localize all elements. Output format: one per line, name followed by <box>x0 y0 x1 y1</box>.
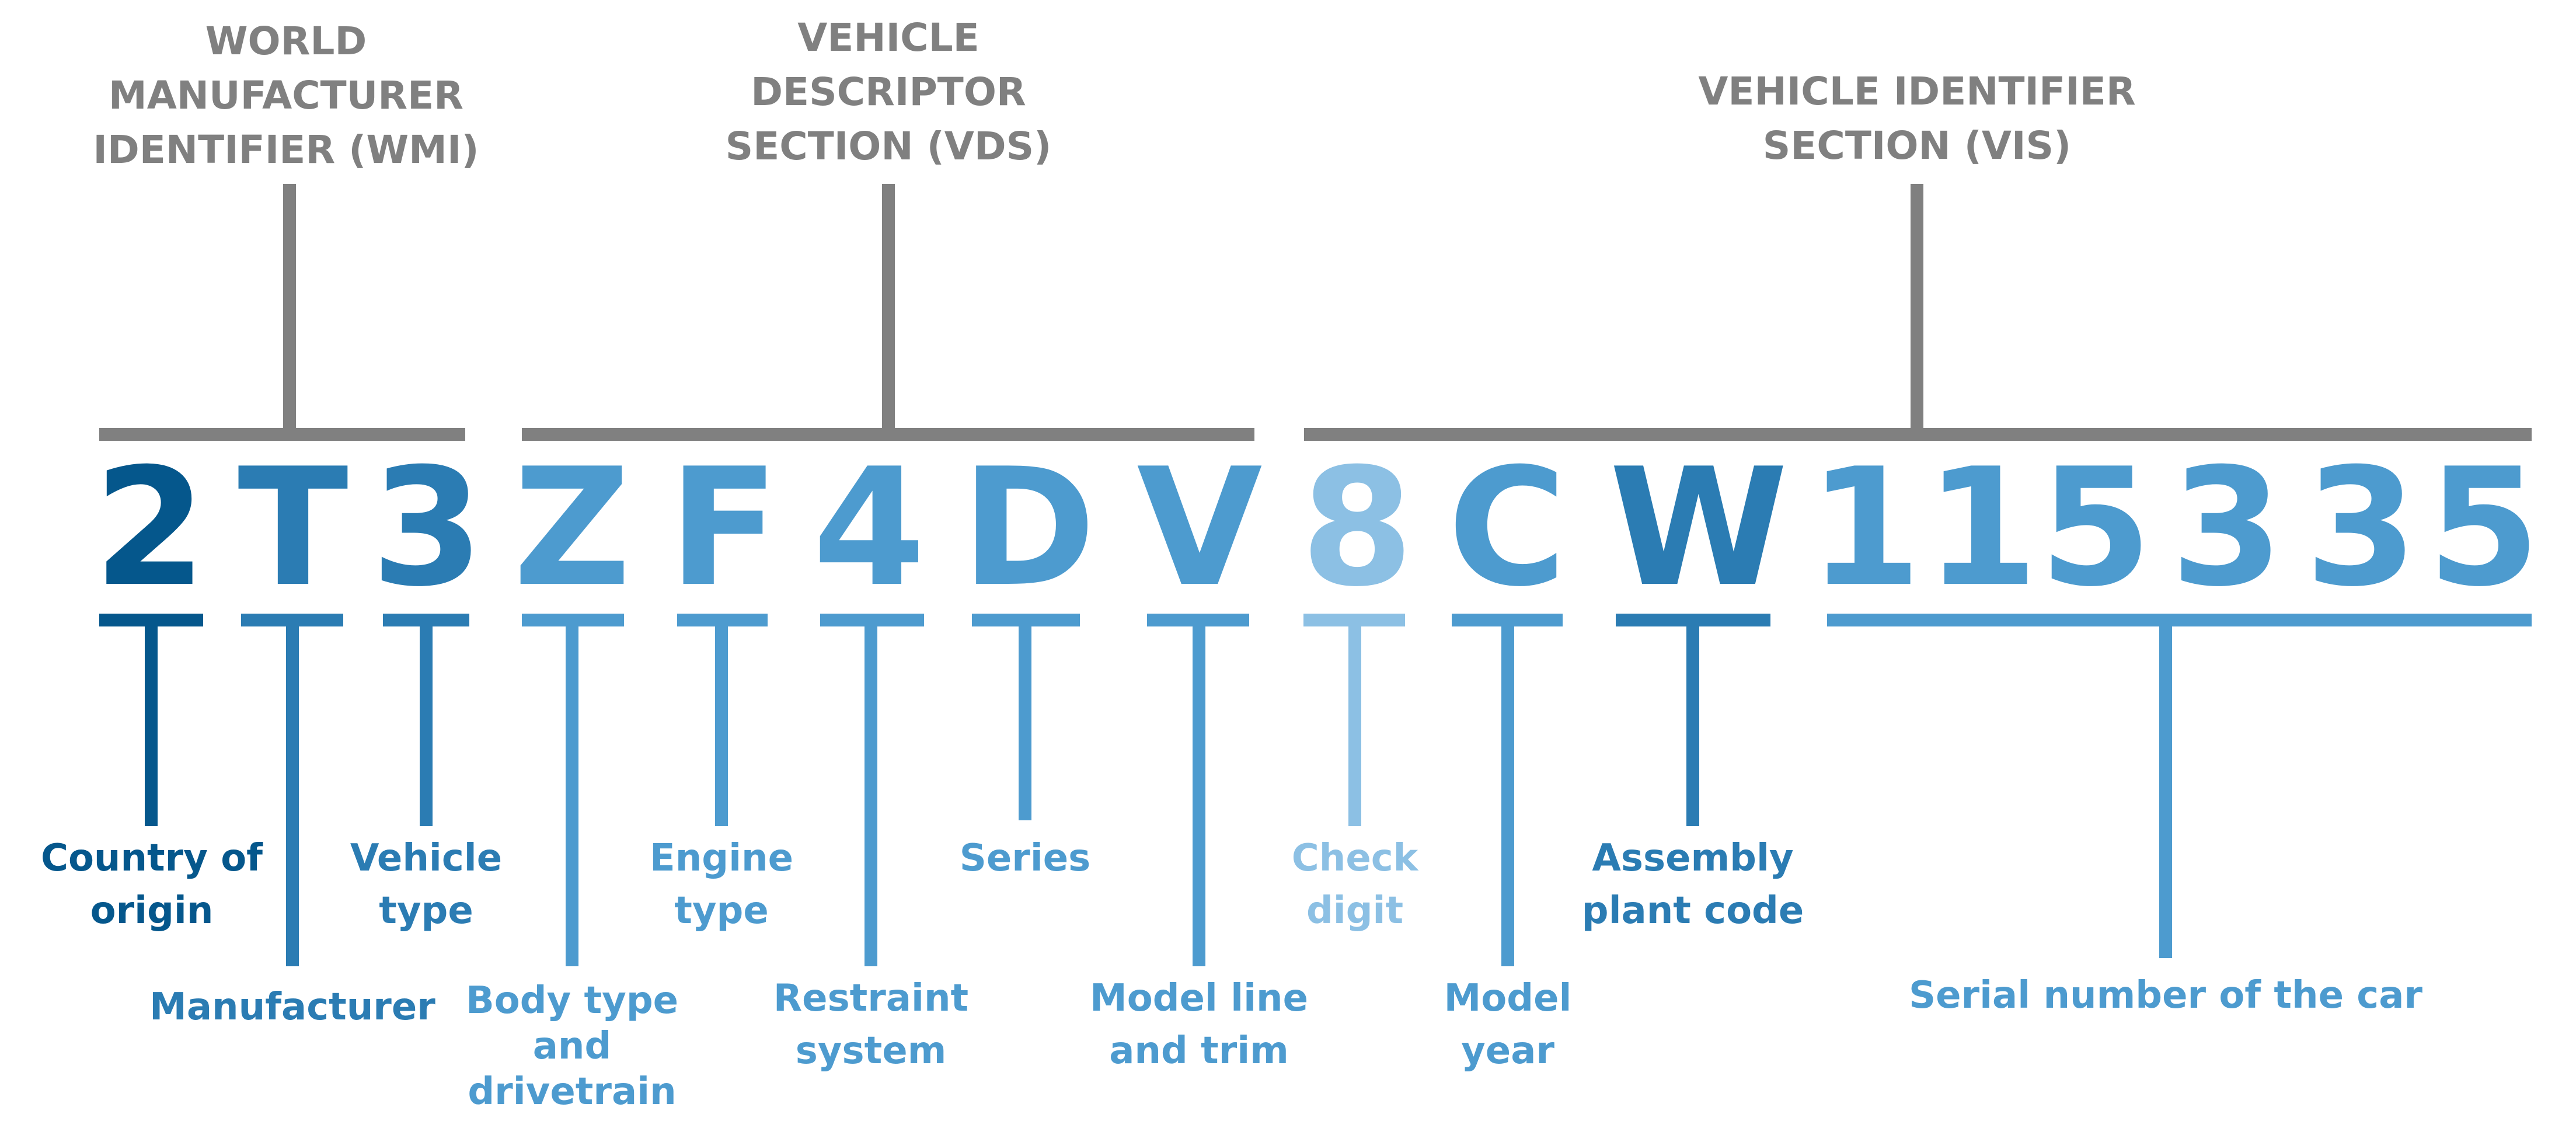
vin-char: 2 <box>93 433 206 622</box>
connector-check-digit <box>1303 614 1405 826</box>
label-manufacturer: Manufacturer <box>147 981 438 1033</box>
connector-country <box>99 614 203 826</box>
label-check-digit: Check digit <box>1267 832 1442 937</box>
label-engine-type: Engine type <box>634 832 809 937</box>
connector-engine-type <box>677 614 768 826</box>
connector-vehicle-type <box>383 614 469 826</box>
label-body-type: Body type and drivetrain <box>455 978 689 1115</box>
label-line: Body type <box>465 979 679 1022</box>
label-line: Serial number of the car <box>1909 974 2422 1017</box>
vin-char: 3 <box>2170 433 2283 622</box>
vin-char: D <box>961 433 1096 622</box>
vin-char: 4 <box>813 433 925 622</box>
label-line: origin <box>90 889 214 932</box>
wmi-bracket <box>99 184 465 441</box>
label-line: year <box>1461 1029 1554 1073</box>
vin-char: 1 <box>1925 433 2038 622</box>
label-line: plant code <box>1581 889 1804 932</box>
vin-char: V <box>1137 433 1263 622</box>
vin-char: C <box>1448 433 1567 622</box>
vin-char: W <box>1609 433 1789 622</box>
vin-char: 1 <box>1808 433 1921 622</box>
label-model-year: Model year <box>1420 972 1595 1077</box>
label-line: digit <box>1306 889 1404 932</box>
label-line: and trim <box>1109 1029 1289 1073</box>
vds-section-title: VEHICLE DESCRIPTOR SECTION (VDS) <box>684 11 1093 173</box>
label-line: Engine <box>650 837 793 880</box>
label-model-line: Model line and trim <box>1082 972 1316 1077</box>
vin-char: T <box>238 433 349 622</box>
wmi-title-line: WORLD <box>205 19 367 64</box>
connector-serial <box>1827 614 2532 958</box>
label-line: Model line <box>1090 977 1308 1020</box>
label-serial-number: Serial number of the car <box>1903 969 2428 1022</box>
label-assembly-plant: Assembly plant code <box>1576 832 1810 937</box>
label-restraint-system: Restraint system <box>754 972 988 1077</box>
connector-model-year <box>1452 614 1563 966</box>
connector-assembly-plant <box>1616 614 1770 826</box>
vis-bracket <box>1304 184 2532 441</box>
connector-body-type <box>522 614 624 966</box>
label-line: Manufacturer <box>149 986 435 1029</box>
label-line: type <box>379 889 473 932</box>
label-line: and <box>532 1025 612 1068</box>
vin-char: Z <box>513 433 631 622</box>
vin-char: 8 <box>1301 433 1413 622</box>
label-series: Series <box>937 832 1113 885</box>
wmi-title-line: IDENTIFIER (WMI) <box>93 127 479 172</box>
wmi-title-line: MANUFACTURER <box>109 73 463 118</box>
vis-title-line: SECTION (VIS) <box>1762 123 2072 168</box>
label-line: Model <box>1444 977 1572 1020</box>
vin-char: 5 <box>2427 433 2540 622</box>
vis-title-line: VEHICLE IDENTIFIER <box>1698 69 2136 114</box>
connector-series <box>972 614 1080 820</box>
wmi-section-title: WORLD MANUFACTURER IDENTIFIER (WMI) <box>82 14 490 177</box>
label-line: Series <box>959 837 1091 880</box>
label-vehicle-type: Vehicle type <box>339 832 514 937</box>
connector-model-line <box>1147 614 1249 966</box>
label-line: drivetrain <box>468 1070 677 1113</box>
label-line: Restraint <box>773 977 969 1020</box>
vis-section-title: VEHICLE IDENTIFIER SECTION (VIS) <box>1654 64 2180 173</box>
vds-title-line: SECTION (VDS) <box>725 124 1052 169</box>
vin-char: F <box>668 433 779 622</box>
label-line: Check <box>1291 837 1418 880</box>
vds-title-line: VEHICLE <box>797 15 979 60</box>
vin-characters: 2 T 3 Z F 4 D V 8 C W 1 1 5 3 3 5 <box>93 433 2540 622</box>
vin-char: 5 <box>2039 433 2152 622</box>
connector-manufacturer <box>241 614 343 966</box>
label-line: Assembly <box>1592 837 1794 880</box>
label-line: Vehicle <box>350 837 503 880</box>
vin-char: 3 <box>371 433 483 622</box>
connector-restraint <box>820 614 924 966</box>
label-line: Country of <box>40 837 263 880</box>
vin-char: 3 <box>2305 433 2417 622</box>
label-country-of-origin: Country of origin <box>35 832 269 937</box>
vds-title-line: DESCRIPTOR <box>751 69 1026 114</box>
label-line: system <box>795 1029 947 1073</box>
label-line: type <box>674 889 769 932</box>
vds-bracket <box>522 184 1254 441</box>
